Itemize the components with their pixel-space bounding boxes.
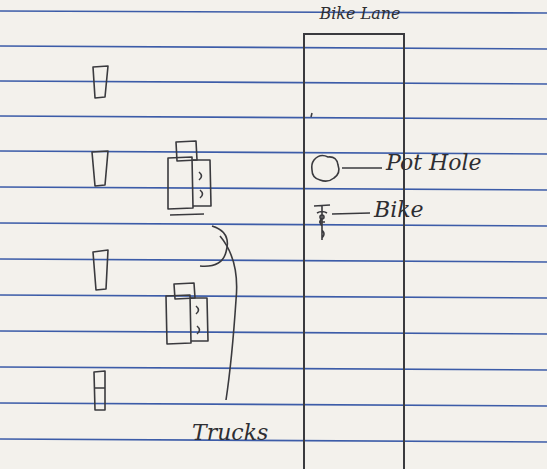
bracket [220,236,237,400]
road-marker [93,66,108,98]
bike-lane: Bike Lane [303,0,405,469]
lane-heading: Bike Lane [319,4,400,23]
group-label: Trucks [192,420,268,445]
leader-line [332,213,370,214]
road-marker [94,371,105,410]
leader-line [342,167,382,169]
pencil-drawing [92,66,382,410]
lane-outline [303,33,405,469]
callout-label: Bike [374,197,424,222]
bracket [200,226,227,266]
road-marker [92,151,108,186]
ruled-lines [0,11,547,442]
callout-label: Pot Hole [386,150,481,175]
truck-sketch [168,157,193,209]
truck-sketch [166,295,191,344]
pot-hole [312,156,339,182]
road-marker [93,250,108,290]
bike-symbol [314,205,330,240]
